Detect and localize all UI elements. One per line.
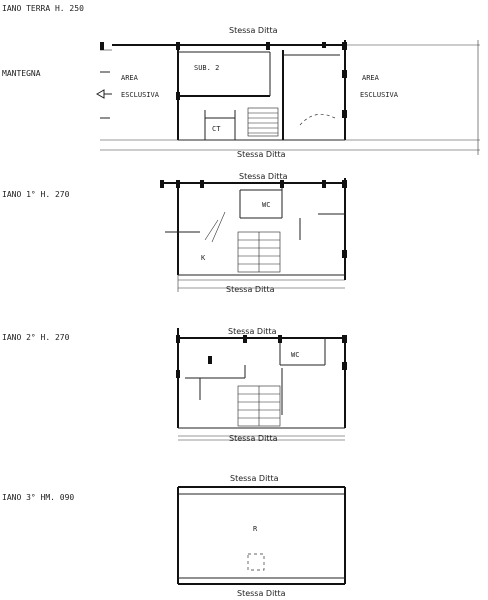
ground-floor-level-label: IANO TERRA H. 250 [2, 4, 84, 13]
second-floor-wc-label: WC [291, 351, 299, 359]
ground-floor-area-left-line1: AREA [121, 74, 139, 82]
ground-floor-sub-label: SUB. 2 [194, 64, 219, 72]
first-floor-level-label: IANO 1° H. 270 [2, 190, 70, 199]
third-floor-bottom-neighbor-label: Stessa Ditta [237, 589, 286, 598]
ground-floor-ct-label: CT [212, 125, 221, 133]
first-floor-k-label: K [201, 254, 206, 262]
ground-floor-street-label: MANTEGNA [2, 69, 41, 78]
ground-floor-plan: IANO TERRA H. 250 MANTEGNA Stessa Ditta [2, 4, 480, 159]
first-floor-wc-label: WC [262, 201, 270, 209]
second-floor-stair [237, 385, 281, 427]
second-floor-level-label: IANO 2° H. 270 [2, 333, 70, 342]
third-floor-plan: IANO 3° HM. 090 Stessa Ditta R Stessa Di… [2, 474, 346, 598]
third-floor-r-label: R [253, 525, 258, 533]
ground-floor-area-right-line1: AREA [362, 74, 380, 82]
third-floor-top-neighbor-label: Stessa Ditta [230, 474, 279, 483]
third-floor-level-label: IANO 3° HM. 090 [2, 493, 74, 502]
ground-floor-stair [247, 107, 279, 137]
first-floor-bottom-neighbor-label: Stessa Ditta [226, 285, 275, 294]
second-floor-plan: IANO 2° H. 270 Stessa Ditta [2, 327, 347, 443]
second-floor-bottom-neighbor-label: Stessa Ditta [229, 434, 278, 443]
first-floor-stair [237, 231, 281, 273]
ground-floor-area-left-line2: ESCLUSIVA [121, 91, 160, 99]
ground-floor-area-right-line2: ESCLUSIVA [360, 91, 399, 99]
first-floor-top-neighbor-label: Stessa Ditta [239, 172, 288, 181]
second-floor-top-neighbor-label: Stessa Ditta [228, 327, 277, 336]
ground-floor-top-neighbor-label: Stessa Ditta [229, 26, 278, 35]
first-floor-plan: IANO 1° H. 270 Stessa Ditta [2, 172, 347, 294]
ground-floor-bottom-neighbor-label: Stessa Ditta [237, 150, 286, 159]
